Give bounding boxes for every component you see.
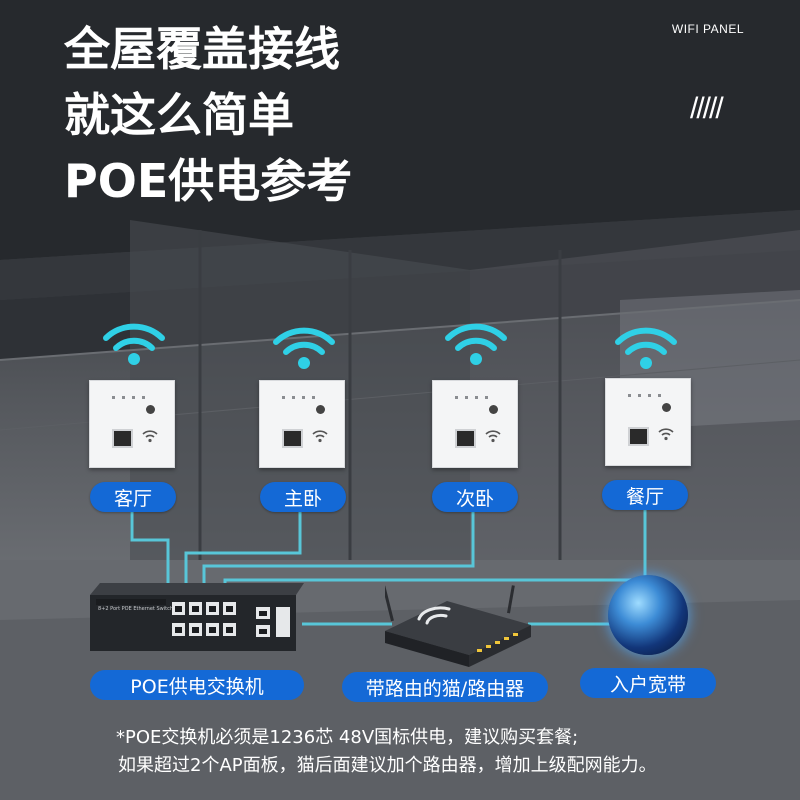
cable-second-bedroom [202, 512, 475, 586]
wifi-wall-panel [259, 380, 345, 468]
led-indicators [455, 396, 495, 399]
broadband-caption: 入户宽带 [580, 668, 716, 698]
ethernet-port-icon [455, 429, 476, 448]
switch-model-text: 8+2 Port POE Ethernet Switch [98, 606, 173, 612]
cable-master-bedroom [184, 512, 302, 586]
wifi-logo-icon [142, 430, 158, 443]
wifi-signal-icon [445, 323, 507, 365]
ethernet-port-icon [628, 427, 649, 446]
headline-line-3: POE供电参考 [64, 153, 353, 208]
brand-label: WIFI PANEL [671, 22, 744, 36]
headline-line-2: 就这么简单 [64, 87, 294, 142]
wifi-signal-icon [615, 327, 677, 369]
ethernet-port-icon [282, 429, 303, 448]
wifi-logo-icon [312, 430, 328, 443]
cable-living-room [130, 512, 170, 586]
reset-button-icon [146, 405, 155, 414]
led-indicators [628, 394, 668, 397]
router-device [385, 585, 531, 667]
reset-button-icon [662, 403, 671, 412]
router-caption: 带路由的猫/路由器 [342, 672, 548, 702]
room-label-dining-room: 餐厅 [602, 480, 688, 510]
room-label-second-bedroom: 次卧 [432, 482, 518, 512]
footnote: *POE交换机必须是1236芯 48V国标供电，建议购买套餐; 如果超过2个AP… [116, 724, 657, 780]
room-label-master-bedroom: 主卧 [260, 482, 346, 512]
switch-caption: POE供电交换机 [90, 670, 304, 700]
wifi-logo-icon [485, 430, 501, 443]
reset-button-icon [316, 405, 325, 414]
cable-dining-room [223, 510, 647, 586]
room-label-living-room: 客厅 [90, 482, 176, 512]
wifi-wall-panel [432, 380, 518, 468]
poe-switch-device: 8+2 Port POE Ethernet Switch [90, 583, 304, 651]
headline: 全屋覆盖接线 就这么简单 POE供电参考 [64, 20, 352, 217]
led-indicators [282, 396, 322, 399]
wifi-signal-icon [103, 323, 165, 365]
wifi-wall-panel [89, 380, 175, 468]
footnote-line-1: *POE交换机必须是1236芯 48V国标供电，建议购买套餐; [116, 727, 579, 748]
globe-icon [608, 575, 688, 655]
ethernet-port-icon [112, 429, 133, 448]
wifi-wall-panel [605, 378, 691, 466]
wifi-signal-icon [273, 327, 335, 369]
led-indicators [112, 396, 152, 399]
headline-line-1: 全屋覆盖接线 [64, 22, 340, 76]
footnote-line-2: 如果超过2个AP面板，猫后面建议加个路由器，增加上级配网能力。 [118, 755, 657, 776]
decorative-slashes: ///// [690, 92, 724, 125]
wifi-logo-icon [658, 428, 674, 441]
reset-button-icon [489, 405, 498, 414]
